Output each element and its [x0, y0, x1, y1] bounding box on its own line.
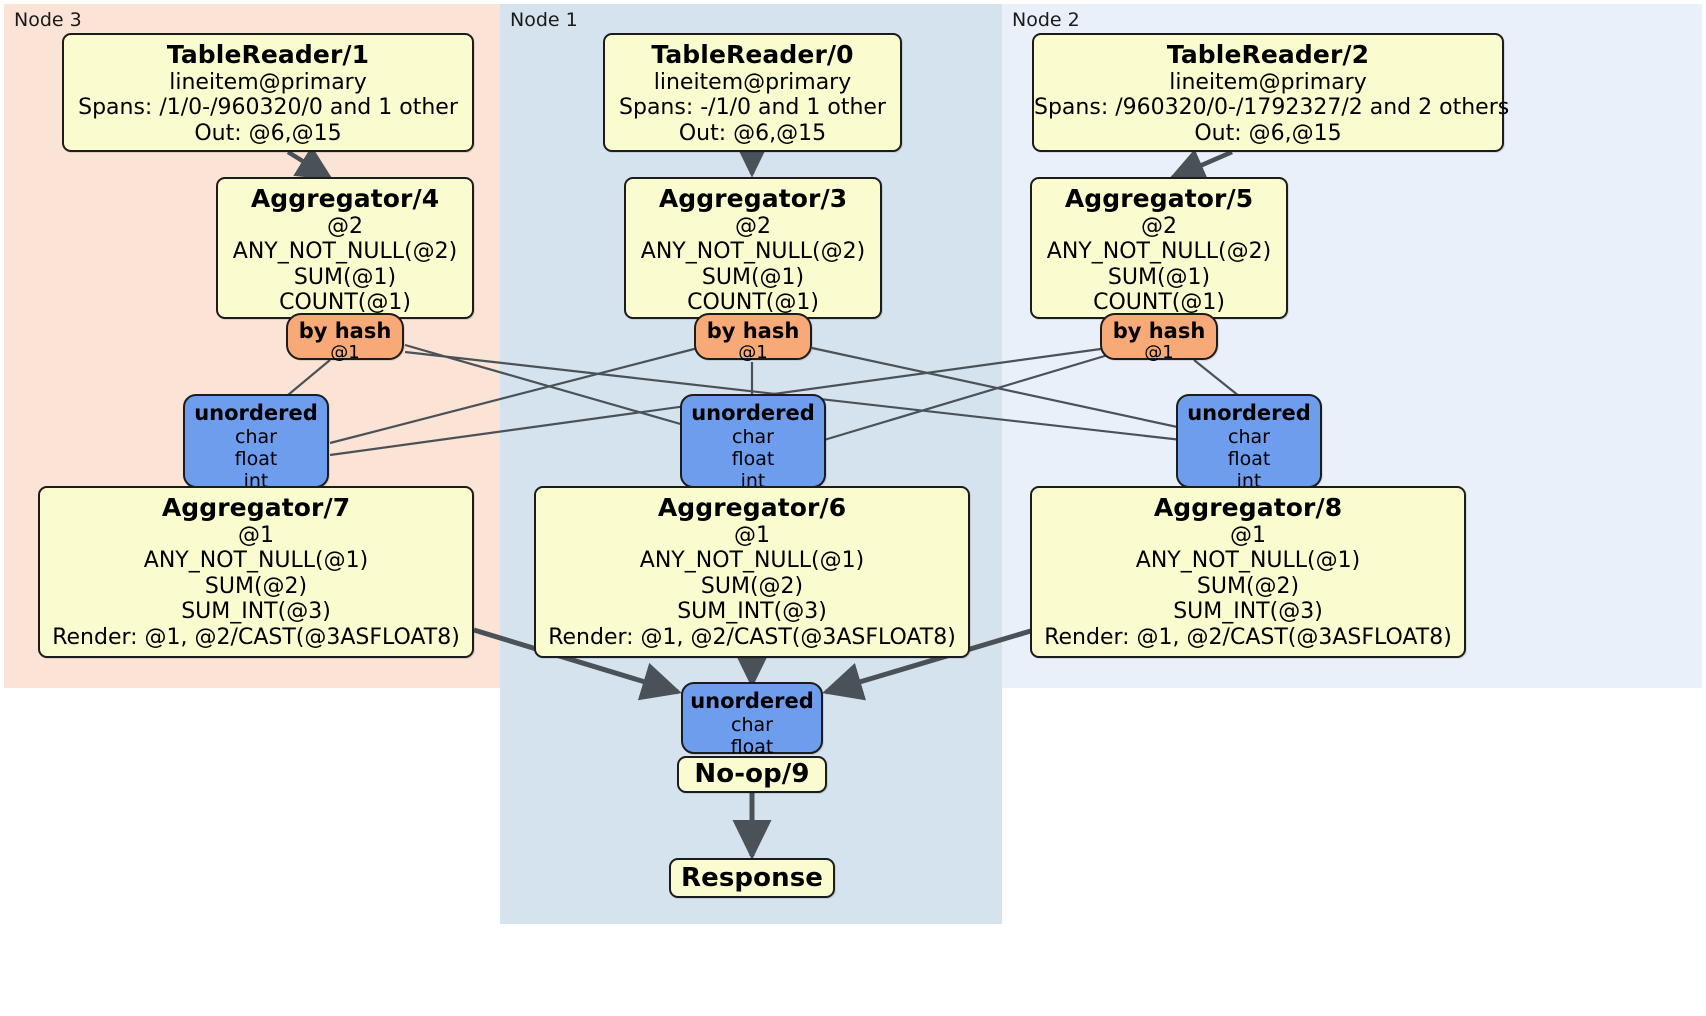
- synchronizer-unordered-final[interactable]: unordered char float: [681, 682, 823, 758]
- processor-aggregator-7[interactable]: Aggregator/7 @1 ANY_NOT_NULL(@1) SUM(@2)…: [38, 486, 474, 658]
- synchronizer-title: unordered: [690, 689, 814, 713]
- router-title: by hash: [706, 319, 800, 343]
- processor-title: Aggregator/6: [657, 493, 847, 522]
- node-region-label-node2: Node 2: [1012, 9, 1080, 31]
- processor-tablereader-2[interactable]: TableReader/2 lineitem@primary Spans: /9…: [1032, 33, 1510, 152]
- processor-line: @1: [238, 522, 274, 548]
- router-title: by hash: [1112, 319, 1206, 343]
- processor-line: ANY_NOT_NULL(@2): [232, 239, 458, 265]
- processor-line: Out: @6,@15: [678, 120, 827, 146]
- edge-tablereader1-aggregator4: [286, 146, 334, 180]
- processor-aggregator-5[interactable]: Aggregator/5 @2 ANY_NOT_NULL(@2) SUM(@1)…: [1030, 177, 1288, 319]
- router-title: by hash: [298, 319, 392, 343]
- synchronizer-title: unordered: [194, 401, 318, 425]
- processor-line: COUNT(@1): [687, 290, 819, 316]
- processor-noop-9[interactable]: No-op/9: [677, 756, 827, 793]
- processor-line: @2: [735, 213, 771, 239]
- processor-line: ANY_NOT_NULL(@1): [143, 548, 369, 574]
- processor-line: @1: [734, 522, 770, 548]
- processor-line: SUM(@1): [1107, 264, 1211, 290]
- processor-line: Render: @1, @2/CAST(@3ASFLOAT8): [1044, 624, 1452, 650]
- synchronizer-unordered-left[interactable]: unordered char float int: [183, 394, 329, 492]
- processor-line: SUM(@1): [701, 264, 805, 290]
- processor-line: SUM_INT(@3): [1173, 599, 1323, 625]
- processor-line: ANY_NOT_NULL(@2): [1046, 239, 1272, 265]
- synchronizer-line: float: [730, 735, 774, 758]
- edge-aggregator7-unordered-final: [473, 627, 682, 701]
- processor-line: lineitem@primary: [653, 69, 852, 95]
- router-by-hash-aggregator4[interactable]: by hash @1: [286, 313, 404, 363]
- edge-byhash4-unordered-left: [281, 359, 331, 401]
- router-by-hash-aggregator5[interactable]: by hash @1: [1100, 313, 1218, 363]
- router-line: @1: [330, 342, 360, 364]
- processor-line: SUM_INT(@3): [181, 599, 331, 625]
- processor-line: lineitem@primary: [1169, 69, 1367, 95]
- processor-line: COUNT(@1): [279, 290, 411, 316]
- synchronizer-line: char: [731, 713, 773, 736]
- edge-byhash5-unordered-right: [1193, 359, 1245, 401]
- processor-line: Out: @6,@15: [1194, 120, 1342, 146]
- processor-title: Aggregator/4: [250, 184, 440, 213]
- processor-aggregator-3[interactable]: Aggregator/3 @2 ANY_NOT_NULL(@2) SUM(@1)…: [624, 177, 882, 319]
- processor-line: @2: [327, 213, 363, 239]
- processor-line: ANY_NOT_NULL(@1): [1135, 548, 1361, 574]
- processor-line: SUM(@2): [1196, 573, 1300, 599]
- router-line: @1: [1144, 342, 1174, 364]
- processor-line: lineitem@primary: [169, 69, 367, 95]
- processor-aggregator-6[interactable]: Aggregator/6 @1 ANY_NOT_NULL(@1) SUM(@2)…: [534, 486, 970, 658]
- processor-title: No-op/9: [694, 759, 810, 790]
- edge-aggregator8-unordered-final: [822, 627, 1035, 701]
- processor-title: TableReader/0: [651, 40, 854, 69]
- synchronizer-line: char: [732, 425, 774, 448]
- processor-aggregator-4[interactable]: Aggregator/4 @2 ANY_NOT_NULL(@2) SUM(@1)…: [216, 177, 474, 319]
- edge-tablereader2-aggregator5: [1168, 149, 1233, 182]
- processor-title: Aggregator/3: [658, 184, 848, 213]
- router-by-hash-aggregator3[interactable]: by hash @1: [694, 313, 812, 363]
- synchronizer-title: unordered: [1187, 401, 1311, 425]
- edge-byhash5-unordered-center: [823, 353, 1109, 442]
- processor-line: SUM(@2): [204, 573, 308, 599]
- processor-response[interactable]: Response: [669, 858, 835, 898]
- processor-line: Spans: /960320/0-/1792327/2 and 2 others: [1034, 95, 1510, 121]
- processor-line: COUNT(@1): [1093, 290, 1225, 316]
- synchronizer-unordered-center[interactable]: unordered char float int: [680, 394, 826, 492]
- processor-line: SUM(@1): [293, 264, 397, 290]
- processor-line: Spans: -/1/0 and 1 other: [619, 95, 886, 121]
- processor-title: Aggregator/7: [161, 493, 351, 522]
- synchronizer-line: float: [731, 447, 775, 470]
- processor-title: TableReader/1: [166, 40, 370, 69]
- synchronizer-line: float: [1227, 447, 1271, 470]
- edge-byhash3-unordered-left: [329, 346, 699, 445]
- synchronizer-line: char: [235, 425, 277, 448]
- node-region-label-node3: Node 3: [14, 9, 82, 31]
- processor-line: SUM_INT(@3): [677, 599, 827, 625]
- processor-aggregator-8[interactable]: Aggregator/8 @1 ANY_NOT_NULL(@1) SUM(@2)…: [1030, 486, 1466, 658]
- processor-line: @2: [1141, 213, 1177, 239]
- processor-title: Aggregator/8: [1153, 493, 1343, 522]
- processor-title: TableReader/2: [1166, 40, 1370, 69]
- processor-line: SUM(@2): [700, 573, 804, 599]
- processor-line: Render: @1, @2/CAST(@3ASFLOAT8): [548, 624, 956, 650]
- synchronizer-line: float: [234, 447, 278, 470]
- processor-title: Response: [680, 862, 824, 893]
- processor-line: Out: @6,@15: [194, 120, 342, 146]
- processor-line: ANY_NOT_NULL(@2): [640, 239, 866, 265]
- synchronizer-line: char: [1228, 425, 1270, 448]
- processor-line: ANY_NOT_NULL(@1): [639, 548, 865, 574]
- processor-tablereader-0[interactable]: TableReader/0 lineitem@primary Spans: -/…: [603, 33, 902, 152]
- router-line: @1: [738, 342, 768, 364]
- processor-line: Spans: /1/0-/960320/0 and 1 other: [78, 95, 458, 121]
- processor-line: Render: @1, @2/CAST(@3ASFLOAT8): [52, 624, 460, 650]
- synchronizer-unordered-right[interactable]: unordered char float int: [1176, 394, 1322, 492]
- processor-line: @1: [1230, 522, 1266, 548]
- processor-title: Aggregator/5: [1064, 184, 1254, 213]
- processor-tablereader-1[interactable]: TableReader/1 lineitem@primary Spans: /1…: [62, 33, 474, 152]
- synchronizer-title: unordered: [691, 401, 815, 425]
- node-region-label-node1: Node 1: [510, 9, 578, 31]
